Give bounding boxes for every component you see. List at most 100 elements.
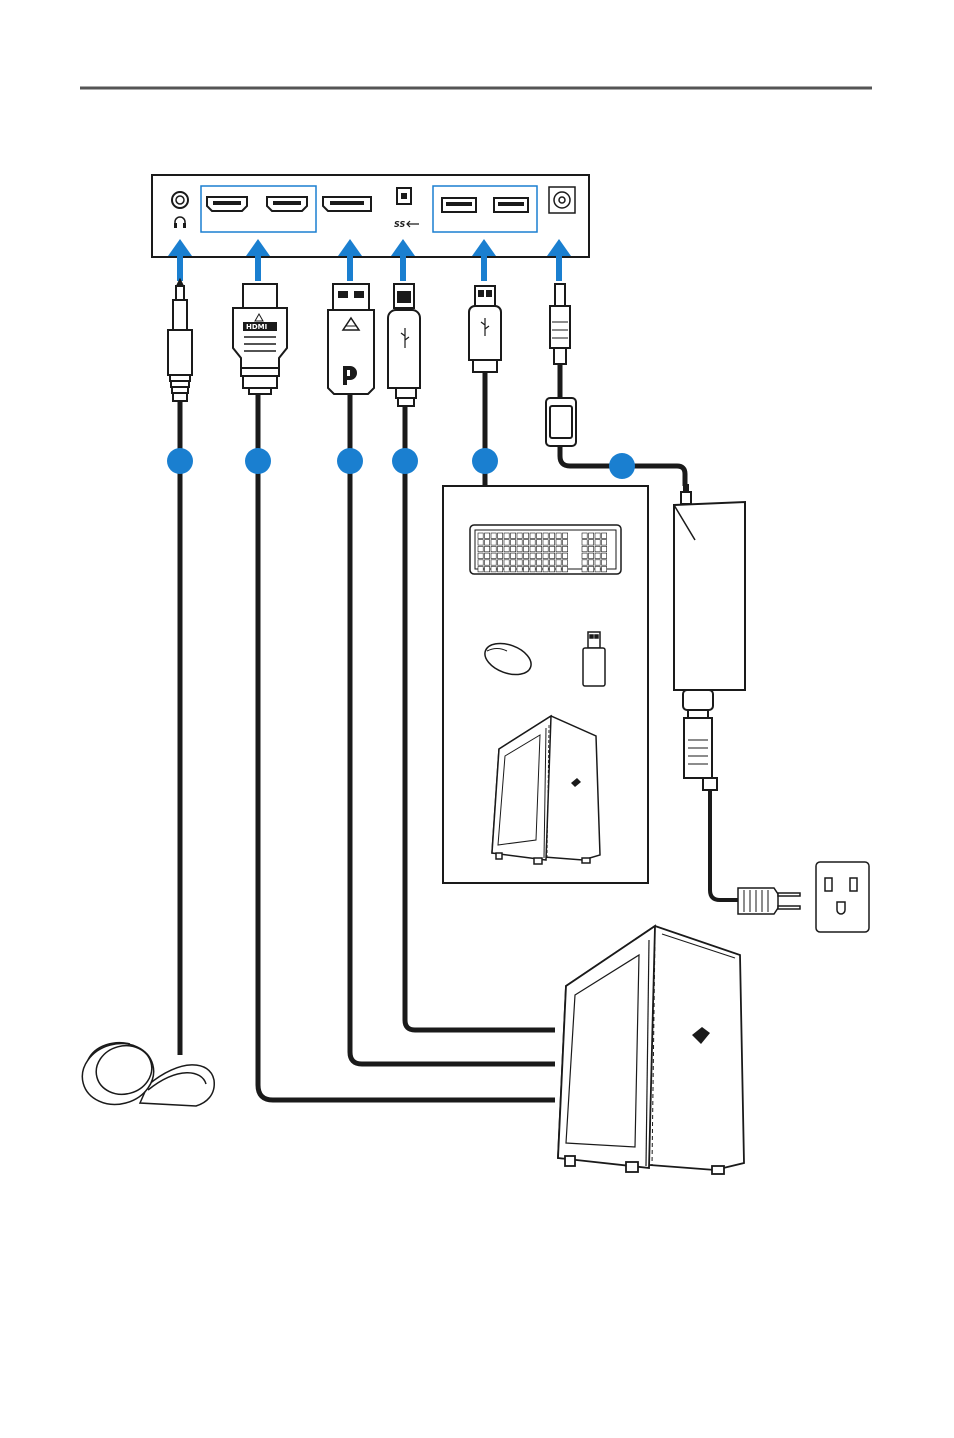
audio-jack-icon — [168, 280, 192, 401]
keyboard-key — [524, 553, 529, 558]
keyboard-key — [498, 560, 503, 565]
marker-usb-a — [472, 448, 498, 474]
wall-outlet-icon — [816, 862, 869, 932]
keyboard-key — [550, 567, 555, 572]
keyboard-key — [602, 560, 607, 565]
keyboard-key — [543, 553, 548, 558]
cable-ac — [710, 789, 740, 900]
keyboard-key — [491, 553, 496, 558]
keyboard-key — [543, 546, 548, 551]
keyboard-key — [517, 540, 522, 545]
keyboard-key — [485, 533, 490, 538]
keyboard-key — [478, 533, 483, 538]
keyboard-key — [511, 533, 516, 538]
keyboard-key — [589, 546, 594, 551]
keyboard-key — [478, 546, 483, 551]
keyboard-key — [504, 567, 509, 572]
power-adapter-icon — [674, 484, 745, 790]
keyboard-key — [543, 567, 548, 572]
keyboard-key — [511, 560, 516, 565]
keyboard-key — [511, 540, 516, 545]
keyboard-key — [524, 546, 529, 551]
keyboard-key — [543, 560, 548, 565]
keyboard-key — [485, 546, 490, 551]
keyboard-key — [530, 546, 535, 551]
keyboard-key — [530, 560, 535, 565]
keyboard-key — [485, 567, 490, 572]
keyboard-key — [530, 567, 535, 572]
keyboard-key — [511, 567, 516, 572]
usb-b-connector-icon — [388, 284, 420, 406]
keyboard-key — [582, 553, 587, 558]
keyboard-key — [537, 546, 542, 551]
keyboard-key — [595, 553, 600, 558]
keyboard-key — [537, 553, 542, 558]
ac-plug-icon — [738, 888, 800, 914]
keyboard-key — [589, 560, 594, 565]
keyboard-key — [550, 560, 555, 565]
keyboard-key — [530, 533, 535, 538]
keyboard-key — [524, 560, 529, 565]
keyboard-key — [595, 546, 600, 551]
keyboard-key — [517, 546, 522, 551]
keyboard-key — [589, 533, 594, 538]
keyboard-key — [537, 560, 542, 565]
keyboard-key — [504, 540, 509, 545]
keyboard-key — [524, 533, 529, 538]
keyboard-key — [537, 533, 542, 538]
keyboard-key — [582, 567, 587, 572]
keyboard-key — [530, 553, 535, 558]
keyboard-key — [595, 567, 600, 572]
keyboard-key — [602, 533, 607, 538]
keyboard-key — [595, 560, 600, 565]
keyboard-key — [524, 567, 529, 572]
keyboard-key — [582, 533, 587, 538]
keyboard-icon — [470, 525, 621, 574]
keyboard-key — [556, 567, 561, 572]
keyboard-key — [550, 540, 555, 545]
monitor-port-panel: SS — [152, 175, 589, 257]
keyboard-key — [504, 546, 509, 551]
marker-usb-b — [392, 448, 418, 474]
usb-peripherals-box — [443, 486, 648, 883]
keyboard-key — [602, 567, 607, 572]
keyboard-key — [602, 540, 607, 545]
keyboard-key — [511, 546, 516, 551]
keyboard-key — [491, 546, 496, 551]
keyboard-key — [517, 560, 522, 565]
marker-dc — [609, 453, 635, 479]
keyboard-key — [537, 567, 542, 572]
marker-hdmi — [245, 448, 271, 474]
keyboard-key — [595, 540, 600, 545]
keyboard-key — [556, 553, 561, 558]
usb-a-connector-icon — [469, 286, 501, 372]
pc-tower-icon — [558, 926, 744, 1174]
keyboard-key — [498, 567, 503, 572]
keyboard-key — [517, 553, 522, 558]
keyboard-key — [563, 567, 568, 572]
keyboard-key — [556, 533, 561, 538]
keyboard-key — [550, 546, 555, 551]
keyboard-key — [478, 567, 483, 572]
keyboard-key — [556, 546, 561, 551]
keyboard-key — [485, 560, 490, 565]
keyboard-key — [504, 560, 509, 565]
headphones-icon — [75, 1036, 214, 1113]
svg-text:HDMI: HDMI — [246, 323, 267, 331]
keyboard-key — [517, 533, 522, 538]
keyboard-key — [589, 540, 594, 545]
keyboard-key — [491, 533, 496, 538]
keyboard-key — [491, 560, 496, 565]
displayport-connector-icon — [328, 284, 374, 394]
keyboard-key — [485, 540, 490, 545]
keyboard-key — [595, 533, 600, 538]
keyboard-key — [511, 553, 516, 558]
keyboard-key — [563, 553, 568, 558]
keyboard-key — [543, 533, 548, 538]
keyboard-key — [550, 553, 555, 558]
keyboard-key — [530, 540, 535, 545]
keyboard-key — [498, 533, 503, 538]
keyboard-key — [491, 567, 496, 572]
keyboard-key — [582, 540, 587, 545]
